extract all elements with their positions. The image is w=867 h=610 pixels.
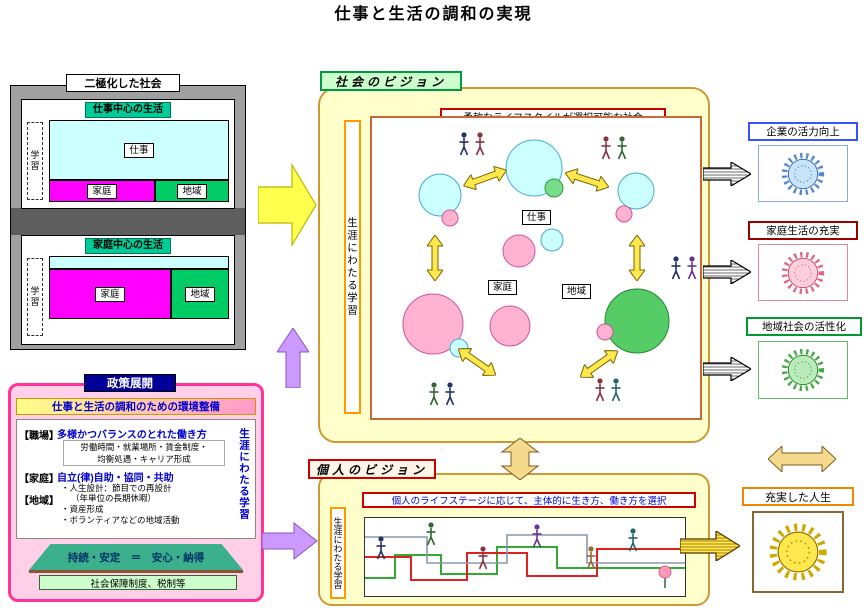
policy-heading: 仕事と生活の調和のための環境整備 (16, 398, 256, 415)
network-circles (402, 139, 670, 358)
sun-box-company (758, 145, 848, 202)
family-tag: 家庭 (95, 286, 125, 302)
item-life-design-note: （年単位の長期休暇） (71, 493, 157, 503)
scope-workplace: 【職場】 (19, 431, 59, 442)
sun-icon (769, 523, 827, 581)
double-arrow-icon (563, 165, 612, 194)
family-tag: 家庭 (87, 183, 117, 199)
sun-icon (781, 251, 825, 294)
purple-right-arrow-icon (262, 522, 318, 560)
striped-arrow-icon (703, 357, 751, 381)
node-family: 家庭 (488, 280, 518, 295)
community-tag: 地域 (177, 183, 207, 199)
double-arrow-icon (628, 234, 646, 282)
society-lifelong-bar: 生涯にわたる学習 (344, 120, 361, 414)
purple-up-arrow-icon (277, 328, 309, 388)
vertical-double-arrow-icon (500, 438, 540, 480)
double-arrow-icon (461, 163, 510, 194)
scope-community: 【地域】 (19, 496, 59, 507)
individual-heading: 個人のライフステージに応じて、主体的に生き方、働き方を選択 (362, 492, 696, 508)
polarized-society-title: 二極化した社会 (66, 74, 180, 92)
family-centered-panel: 家庭中心の生活 学習 家庭 地域 (21, 235, 235, 345)
people-icon (428, 381, 456, 406)
individual-lifelong-text: 生涯にわたる学習 (332, 517, 343, 589)
work-tag: 仕事 (124, 142, 154, 158)
individual-vision-label: 個人のビジョン (308, 459, 436, 479)
self-title: 自立(律)自助・協同・共助 (57, 473, 174, 484)
policy-title: 政策展開 (84, 374, 176, 392)
striped-arrow-icon (703, 260, 751, 284)
society-lifelong-text: 生涯にわたる学習 (346, 217, 358, 317)
workstyle-detail-line1: 労働時間・就業場所・賃金制度・ (80, 442, 208, 452)
horizontal-double-arrow-icon (768, 446, 836, 472)
sun-box-community (758, 341, 848, 399)
yellow-striped-arrow-icon (680, 531, 740, 561)
divider-band (11, 208, 245, 235)
life-stage-illustration (364, 517, 686, 597)
workstyle-detail-line2: 均衡処遇・キャリア形成 (97, 454, 191, 464)
outcome-company: 企業の活力向上 (748, 122, 858, 141)
family-centered-label: 家庭中心の生活 (85, 238, 171, 254)
policy-footer: 社会保障制度、税制等 (39, 575, 237, 590)
node-work: 仕事 (522, 210, 552, 225)
people-icon (458, 131, 486, 156)
learning-strip: 学習 (27, 258, 43, 336)
double-arrow-icon (576, 344, 623, 383)
outcome-fulfilling-life: 充実した人生 (742, 487, 854, 506)
polarized-society-box: 仕事中心の生活 学習 仕事 家庭 地域 家庭中心の生活 学習 家庭 地域 (10, 85, 246, 350)
society-network-box: 仕事 家庭 地域 (370, 116, 702, 420)
sun-box-family (758, 244, 848, 301)
family-area: 家庭 (49, 180, 155, 202)
base-shadow (29, 570, 243, 573)
policy-lifelong-learning: 生涯にわたる学習 (238, 428, 250, 520)
scope-home: 【家庭】 (19, 474, 59, 485)
policy-content: 【職場】 多様かつバランスのとれた働き方 労働時間・就業場所・賃金制度・ 均衡処… (16, 419, 256, 539)
workstyle-detail: 労働時間・就業場所・賃金制度・ 均衡処遇・キャリア形成 (63, 440, 225, 466)
work-area: 仕事 (49, 120, 229, 180)
work-strip (49, 256, 229, 269)
learning-strip: 学習 (27, 122, 43, 200)
outcome-family: 家庭生活の充実 (748, 221, 858, 240)
yellow-right-arrow-icon (258, 163, 317, 247)
sun-box-life (752, 511, 844, 593)
double-arrow-icon (426, 234, 444, 282)
item-life-design: ・人生設計：節目での再設計 (61, 483, 172, 493)
people-icon (600, 135, 628, 160)
life-stage-paths (365, 521, 685, 588)
page-title: 仕事と生活の調和の実現 (334, 6, 533, 23)
community-area: 地域 (155, 180, 229, 202)
sun-icon (781, 152, 825, 195)
work-centered-label: 仕事中心の生活 (85, 102, 171, 118)
double-arrow-icon (454, 342, 501, 381)
community-tag: 地域 (185, 286, 215, 302)
work-centered-panel: 仕事中心の生活 学習 仕事 家庭 地域 (21, 99, 235, 209)
policy-box: 仕事と生活の調和のための環境整備 【職場】 多様かつバランスのとれた働き方 労働… (8, 383, 264, 602)
workstyle-title: 多様かつバランスのとれた働き方 (57, 430, 207, 441)
people-icon (594, 377, 622, 402)
individual-lifelong-bar: 生涯にわたる学習 (330, 507, 346, 599)
node-community: 地域 (562, 284, 592, 299)
stability-base: 持続・安定 ＝ 安心・納得 (29, 544, 243, 570)
item-volunteer: ・ボランティアなどの地域活動 (61, 515, 180, 525)
society-vision-panel: 柔軟なライフスタイルが選択可能な社会 生涯にわたる学習 仕事 家庭 (318, 87, 710, 443)
striped-arrow-icon (703, 162, 751, 186)
individual-vision-panel: 個人のライフステージに応じて、主体的に生き方、働き方を選択 生涯にわたる学習 (318, 473, 710, 606)
people-icon (670, 255, 698, 280)
family-area: 家庭 (49, 269, 171, 319)
society-vision-label: 社会のビジョン (320, 71, 462, 91)
item-assets: ・資産形成 (61, 504, 104, 514)
community-area: 地域 (171, 269, 229, 319)
outcome-community: 地域社会の活性化 (746, 317, 862, 336)
sun-icon (781, 348, 825, 392)
